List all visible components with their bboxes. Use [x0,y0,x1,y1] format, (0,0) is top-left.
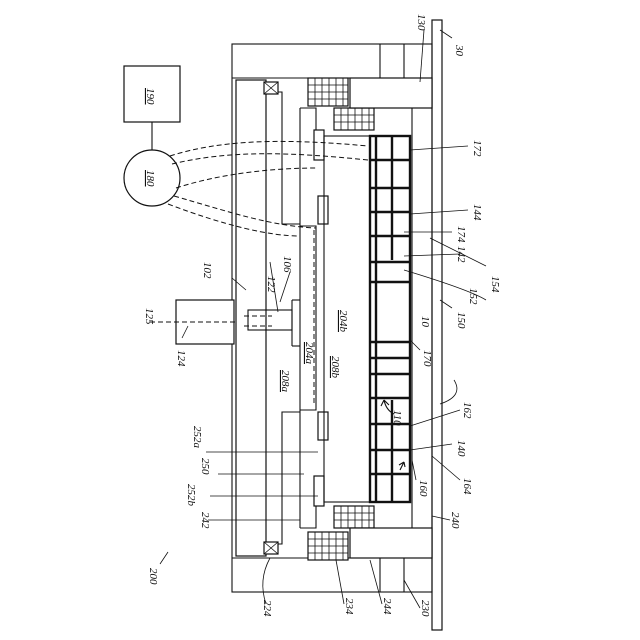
oring-lower-inner [334,506,374,528]
label-230: 230 [419,600,431,617]
label-244: 244 [381,598,393,615]
label-125: 125 [143,308,155,325]
label-150: 150 [455,312,467,329]
oring-lower-outer [308,532,348,560]
oring-upper-outer [308,78,348,106]
lid-plate [236,80,266,556]
label-190: 190 [144,88,156,105]
label-170: 170 [421,350,433,367]
distribution-grid [370,136,410,502]
seal-rings-lower [264,542,278,554]
label-130: 130 [415,14,427,31]
label-174: 174 [455,226,467,243]
label-164: 164 [461,478,473,495]
feed-lines [168,141,368,236]
label-162: 162 [461,402,473,419]
label-154: 154 [489,276,501,293]
label-200: 200 [147,568,159,585]
label-30: 30 [453,44,465,57]
label-110: 110 [391,410,403,426]
label-144: 144 [471,204,483,221]
label-180: 180 [144,170,156,187]
label-140: 140 [455,440,467,457]
label-208a: 208a [279,370,291,393]
seal-rings-upper [264,82,278,94]
label-106: 106 [281,256,293,273]
label-250: 250 [199,458,211,475]
label-234: 234 [343,598,355,615]
label-122: 122 [265,276,277,293]
label-10: 10 [419,316,431,328]
base-plate [432,20,442,630]
label-124: 124 [175,350,187,367]
label-102: 102 [201,262,213,279]
label-152: 152 [467,288,479,305]
label-160: 160 [417,480,429,497]
side-block-lower [350,528,432,558]
label-204a: 204a [303,342,315,365]
oring-upper-inner [334,108,374,130]
side-block-upper [350,78,432,108]
label-142: 142 [455,246,467,263]
label-240: 240 [449,512,461,529]
label-252b: 252b [185,484,197,507]
label-172: 172 [471,140,483,157]
label-208b: 208b [329,356,341,379]
flow-arrow-160 [399,462,405,470]
label-242: 242 [199,512,211,529]
label-252a: 252a [191,426,203,449]
label-224: 224 [261,600,273,617]
label-204b: 204b [337,310,349,333]
